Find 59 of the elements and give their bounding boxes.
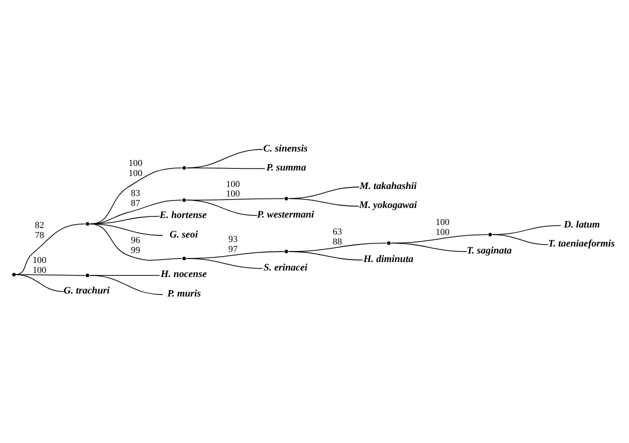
connector	[186, 198, 284, 200]
node-label: 100	[226, 188, 240, 198]
node-label: 93	[228, 234, 238, 244]
node-text: G. seoi	[170, 228, 198, 240]
node-label: 100	[128, 168, 142, 178]
node-label: 100	[128, 158, 142, 168]
connector	[288, 250, 364, 260]
node-text: H. diminuta	[363, 253, 414, 264]
node-point	[284, 249, 288, 253]
node-point	[284, 196, 288, 200]
connector	[89, 274, 164, 294]
node-point	[387, 240, 391, 244]
connector	[390, 234, 488, 243]
node-point	[86, 222, 90, 226]
connector	[390, 242, 468, 252]
node-text: T. saginata	[466, 244, 512, 256]
connector	[288, 198, 360, 206]
node-label: 96	[130, 234, 140, 244]
connector	[186, 166, 266, 169]
node-point	[182, 166, 186, 170]
node-point	[488, 232, 492, 236]
node-label: 82	[34, 220, 44, 230]
node-label: 78	[34, 230, 44, 240]
node-label: 99	[130, 244, 140, 254]
node-text: P. muris	[167, 288, 201, 299]
connector	[14, 274, 64, 292]
node-label: 100	[226, 178, 240, 188]
connector	[14, 223, 86, 274]
node-label: 100	[436, 226, 450, 237]
node-label: 100	[436, 216, 450, 227]
node-label: 63	[332, 226, 342, 236]
node-label: 97	[228, 244, 238, 254]
connector	[492, 234, 549, 245]
node-text: S. erinacei	[264, 262, 308, 273]
node-point	[182, 256, 186, 260]
node-point	[12, 272, 16, 276]
connector	[492, 224, 562, 235]
node-text: H. nocense	[160, 268, 207, 280]
node-point	[182, 198, 186, 202]
connector	[14, 274, 86, 276]
node-text: G. trachuri	[64, 284, 110, 296]
connector	[186, 258, 263, 268]
node-label: 88	[332, 236, 342, 246]
node-text: P. summa	[266, 162, 306, 173]
node-label: 100	[32, 254, 46, 264]
node-label: 83	[130, 187, 140, 198]
node-text: M. takahashii	[360, 180, 417, 192]
node-text: T. taeniaeformis	[548, 238, 615, 249]
connector	[288, 186, 360, 198]
node-label: 87	[130, 197, 140, 208]
node-text: D. latum	[564, 218, 600, 230]
connector	[186, 199, 258, 216]
node-text: E. hortense	[160, 210, 207, 221]
connector	[89, 223, 182, 260]
node-text: M. yokogawai	[359, 200, 417, 211]
node-point	[86, 273, 90, 277]
node-text: P. westermani	[257, 208, 314, 220]
node-label: 100	[32, 264, 46, 274]
node-text: C. sinensis	[263, 142, 308, 154]
